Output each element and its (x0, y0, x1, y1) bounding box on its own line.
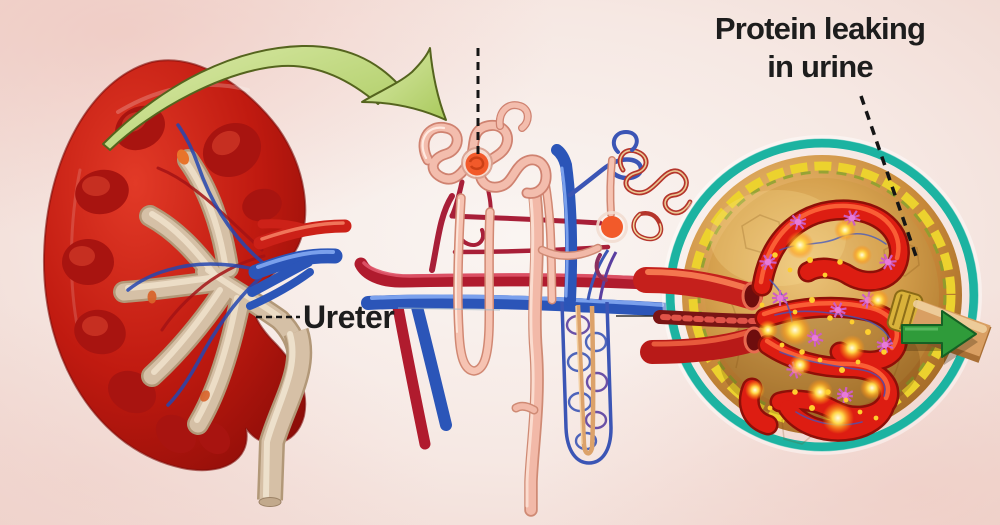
proximal-tubule (418, 101, 552, 199)
ureter-leader-line (397, 307, 501, 311)
nephron-artery (354, 257, 672, 291)
curved-arrow-head (361, 47, 447, 121)
minor-calyces (147, 149, 210, 402)
loop-of-henle (453, 177, 557, 376)
glomerulus-1 (461, 147, 493, 179)
collecting-duct (511, 189, 603, 517)
protein-glow-particles (745, 219, 893, 434)
ureter-label: Ureter (303, 299, 395, 335)
descending-venule (410, 297, 452, 431)
distal-tubule-cluster (594, 129, 693, 282)
ureter-tube (257, 327, 313, 507)
glomerulus-2 (596, 211, 628, 243)
protein-label-line1: Protein leaking (714, 11, 926, 46)
renal-pyramids (62, 105, 282, 455)
kidney-blood-vessels (126, 123, 266, 407)
flow-arrow-icon (901, 310, 978, 365)
glomerulus-inset (633, 135, 992, 455)
inset-ring (665, 138, 979, 452)
renal-vein (246, 248, 343, 310)
protein-label: Protein leaking in urine (652, 10, 988, 86)
dashed-pointer-line-inset (859, 95, 920, 263)
nephron-vein (361, 294, 675, 317)
renal-artery (253, 219, 352, 250)
kidney-illustration (42, 59, 352, 507)
descending-arteriole (391, 296, 431, 450)
curved-arrow-icon (102, 44, 447, 151)
vasa-recta (560, 249, 618, 465)
protein-label-line2: in urine (767, 49, 873, 84)
nephron-illustration (354, 101, 693, 517)
